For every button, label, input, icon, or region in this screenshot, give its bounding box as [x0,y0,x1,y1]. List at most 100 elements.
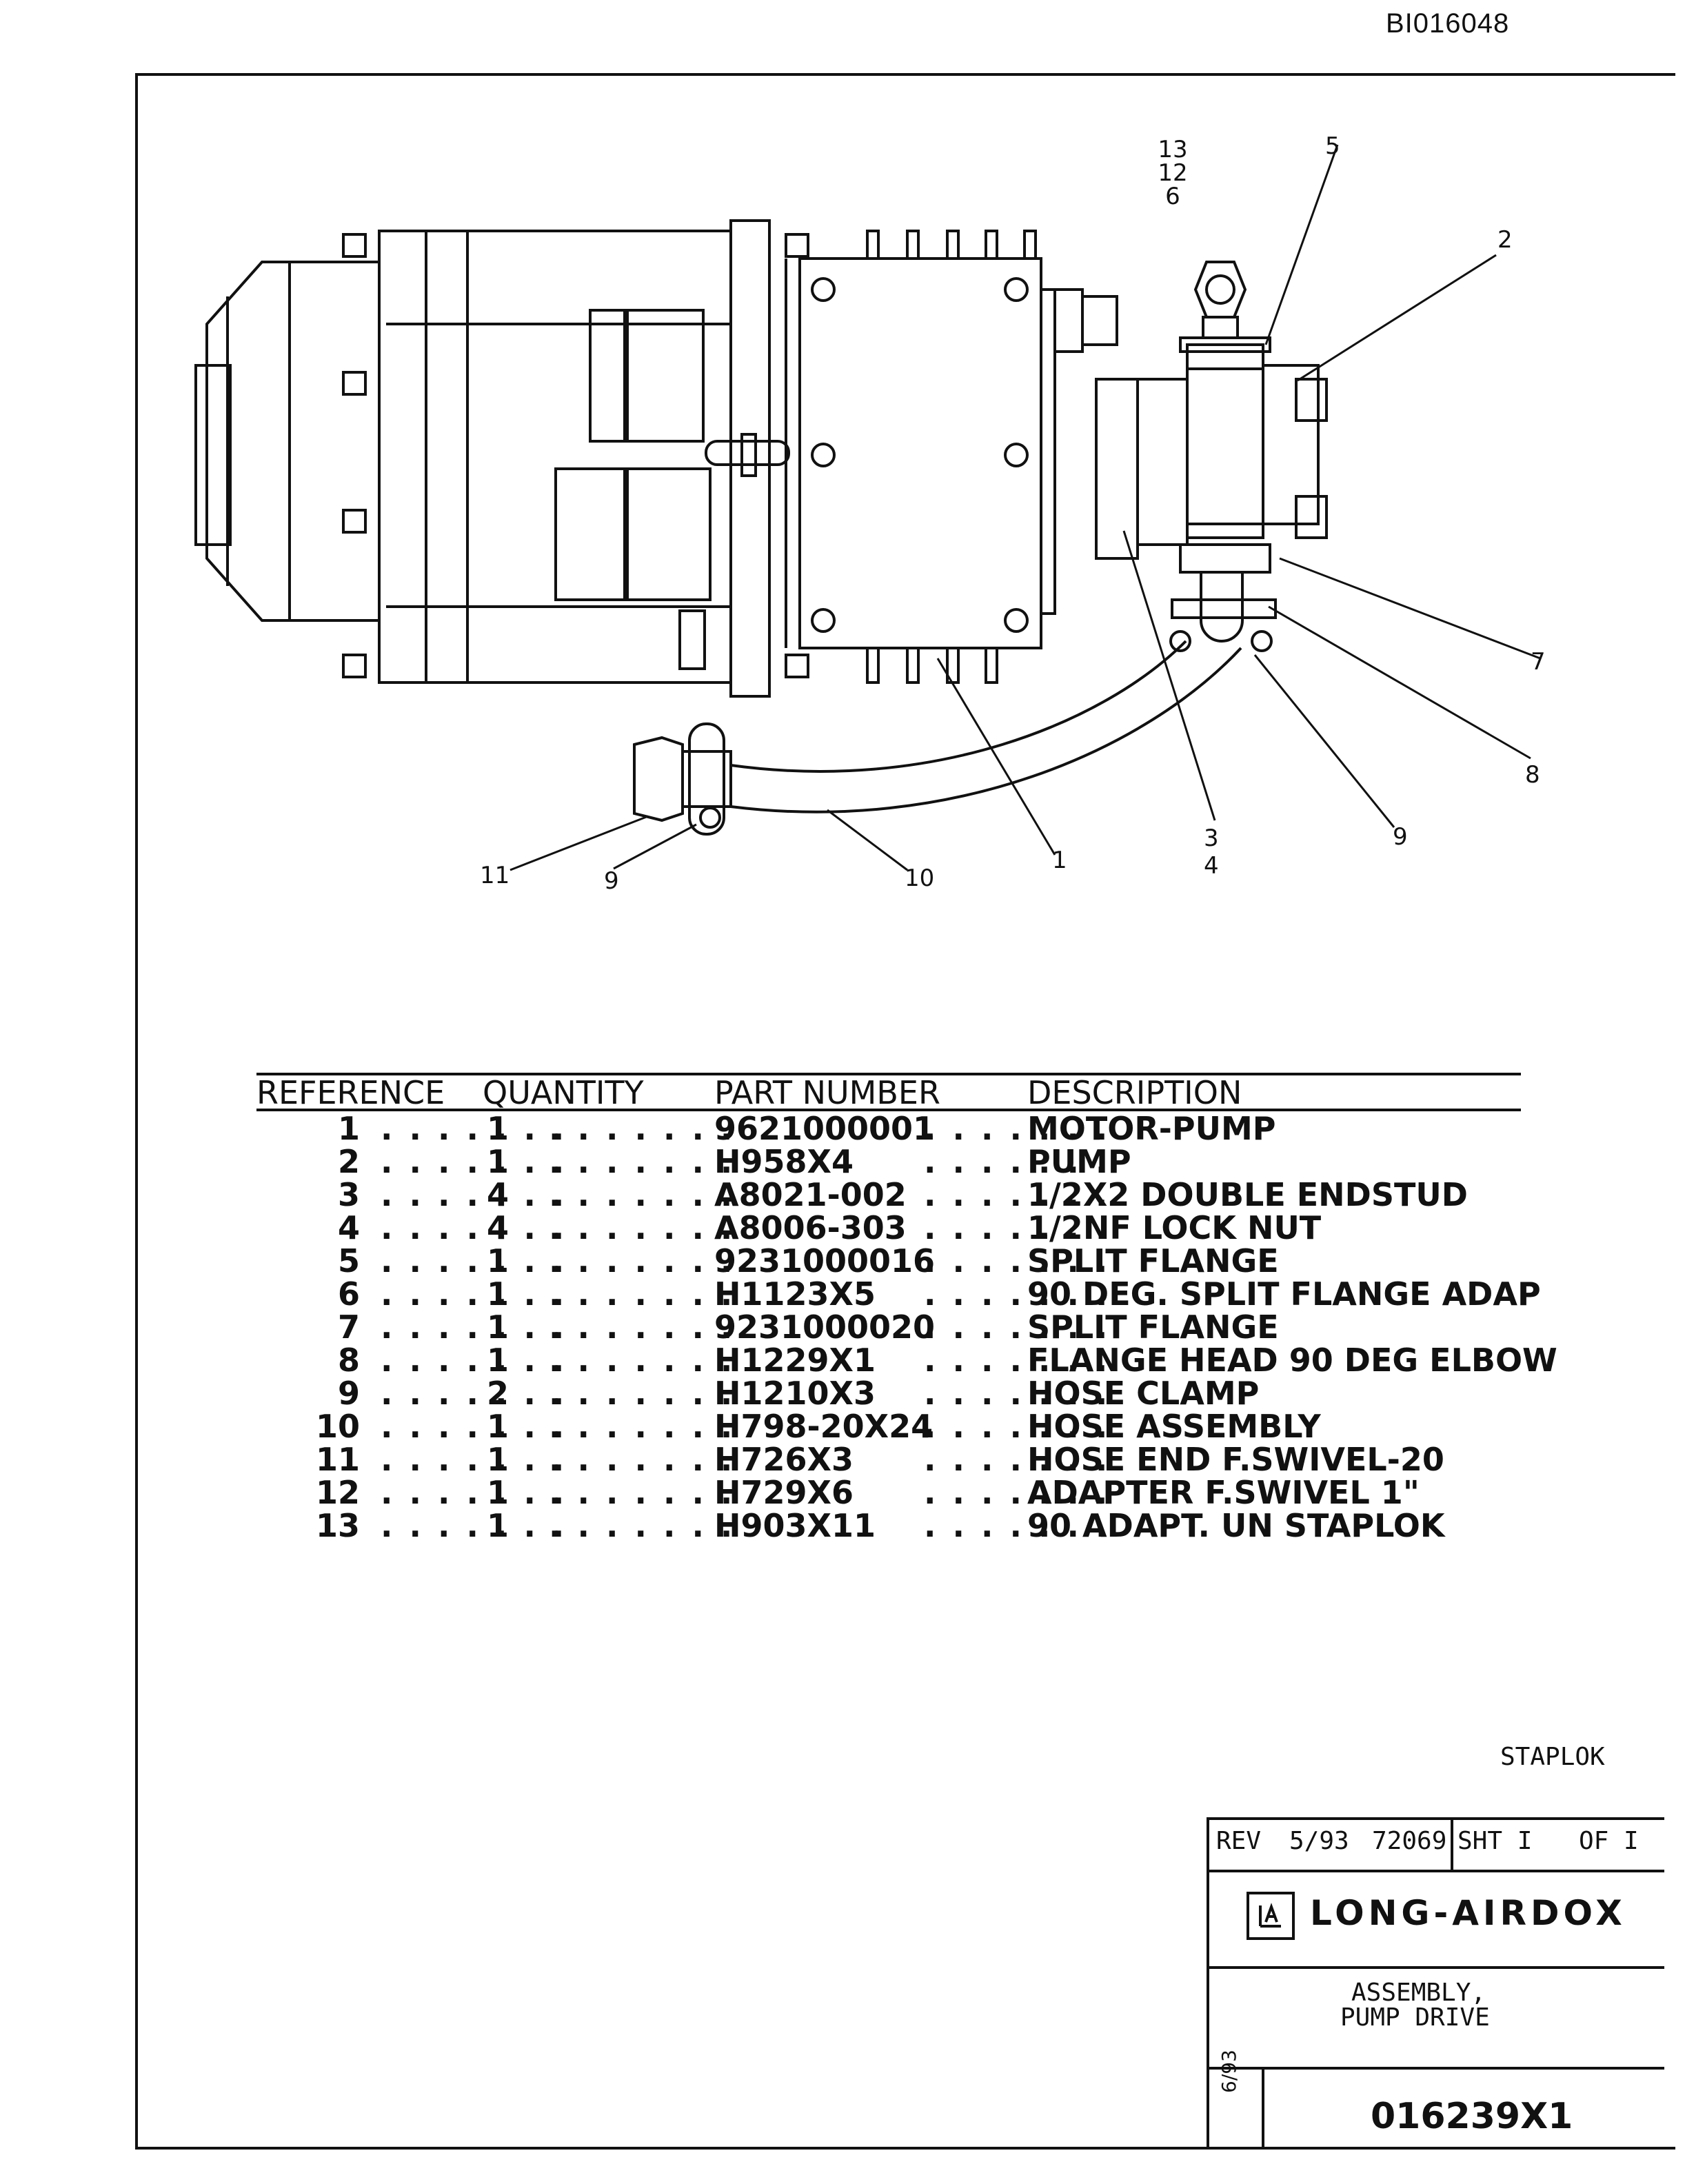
leader-dots: . . . . . . . [549,1342,736,1379]
top-swivel-adapter [1193,261,1247,339]
description-cell: SPLIT FLANGE [1027,1308,1279,1346]
leader-dots: . . . . . . . [549,1242,736,1280]
callout-5: 5 [1325,132,1340,160]
leader-dots: . . . . . . . [924,1408,1111,1445]
motor-body [342,219,809,698]
description-cell: SPLIT FLANGE [1027,1242,1279,1280]
callout-9-right: 9 [1393,823,1408,851]
document-id: BI016048 [1386,8,1510,39]
leader-dots: . . . . . . . [549,1176,736,1213]
reference-cell: 12 [315,1474,360,1511]
description-cell: 90 DEG. SPLIT FLANGE ADAP [1027,1275,1541,1313]
reference-cell: 11 [315,1441,360,1478]
hose-assembly [633,640,1242,836]
leader-dots: . . . . . . . [381,1342,567,1379]
leader-dots: . . . . . . . [381,1143,567,1180]
quantity-cell: 1 [486,1143,509,1180]
callout-4: 4 [1204,852,1219,880]
leader-dots: . . . . . . . [381,1176,567,1213]
part-number-cell: H726X3 [714,1441,854,1478]
quantity-cell: 1 [486,1408,509,1445]
callout-10: 10 [905,865,935,892]
sheet-number: SHT I [1457,1827,1533,1855]
leader-dots: . . . . . . . [549,1441,736,1478]
description-cell: 1/2NF LOCK NUT [1027,1209,1322,1246]
reference-cell: 13 [315,1507,360,1544]
table-row: 9. . . . . . .2. . . . . . .H1210X3. . .… [256,1375,1521,1412]
title-line-2: PUMP DRIVE [1340,2003,1490,2032]
table-row: 11. . . . . . .1. . . . . . .H726X3. . .… [256,1441,1521,1478]
leader-dots: . . . . . . . [381,1110,567,1147]
part-number-cell: A8021-002 [714,1176,907,1213]
leader-dots: . . . . . . . [381,1375,567,1412]
leader-dots: . . . . . . . [924,1507,1111,1544]
callout-9-left: 9 [604,867,619,895]
quantity-cell: 1 [486,1275,509,1313]
part-number-cell: H958X4 [714,1143,854,1180]
leader-dots: . . . . . . . [924,1308,1111,1346]
leader-dots: . . . . . . . [549,1507,736,1544]
title-block: REV 5/93 72069 SHT I OF I LONG-AIRDOX AS… [1207,1817,1664,2147]
reference-cell: 9 [337,1375,360,1412]
header-quantity: QUANTITY [483,1074,644,1111]
leader-dots: . . . . . . . [549,1110,736,1147]
quantity-cell: 1 [486,1110,509,1147]
callout-2: 2 [1497,226,1513,254]
leader-dots: . . . . . . . [924,1342,1111,1379]
leader-dots: . . . . . . . [381,1242,567,1280]
leader-dots: . . . . . . . [549,1275,736,1313]
leader-dots: . . . . . . . [549,1308,736,1346]
leader-dots: . . . . . . . [924,1474,1111,1511]
long-airdox-logo-icon [1247,1892,1295,1940]
table-row: 5. . . . . . .1. . . . . . .9231000016. … [256,1242,1521,1280]
part-number-cell: 9231000020 [714,1308,936,1346]
reference-cell: 6 [337,1275,360,1313]
reference-cell: 3 [337,1176,360,1213]
reference-cell: 2 [337,1143,360,1180]
leader-dots: . . . . . . . [549,1408,736,1445]
title-line-1: ASSEMBLY, [1351,1979,1486,2007]
leader-dots: . . . . . . . [924,1209,1111,1246]
reference-cell: 5 [337,1242,360,1280]
description-cell: ADAPTER F.SWIVEL 1" [1027,1474,1420,1511]
quantity-cell: 1 [486,1474,509,1511]
callout-3-4: 3 4 [1204,825,1219,880]
leader-dots: . . . . . . . [381,1441,567,1478]
leader-dots: . . . . . . . [549,1143,736,1180]
table-row: 1. . . . . . .1. . . . . . .9621000001. … [256,1110,1521,1147]
description-cell: 1/2X2 DOUBLE ENDSTUD [1027,1176,1468,1213]
quantity-cell: 1 [486,1342,509,1379]
rev-number: 72069 [1372,1827,1447,1855]
description-cell: 90 ADAPT. UN STAPLOK [1027,1507,1445,1544]
quantity-cell: 1 [486,1308,509,1346]
callout-1: 1 [1052,847,1067,874]
description-cell: HOSE ASSEMBLY [1027,1408,1321,1445]
description-cell: HOSE CLAMP [1027,1375,1260,1412]
part-number-cell: H1123X5 [714,1275,876,1313]
leader-dots: . . . . . . . [924,1110,1111,1147]
leader-dots: . . . . . . . [549,1474,736,1511]
leader-dots: . . . . . . . [381,1408,567,1445]
pump-housing [785,230,1139,684]
callout-13: 13 [1158,136,1188,163]
rev-date: 5/93 [1289,1827,1349,1855]
table-row: 12. . . . . . .1. . . . . . .H729X6. . .… [256,1474,1521,1511]
leader-dots: . . . . . . . [549,1209,736,1246]
pump-drive-assembly-drawing [194,144,1541,871]
leader-dots: . . . . . . . [924,1143,1111,1180]
callout-13-12-6: 13 12 6 [1156,138,1190,208]
description-cell: FLANGE HEAD 90 DEG ELBOW [1027,1342,1557,1379]
table-row: 8. . . . . . .1. . . . . . .H1229X1. . .… [256,1342,1557,1379]
leader-dots: . . . . . . . [381,1209,567,1246]
drawing-frame [135,73,1675,2150]
table-row: 7. . . . . . .1. . . . . . .9231000020. … [256,1308,1521,1346]
table-row: 10. . . . . . .1. . . . . . .H798-20X24.… [256,1408,1521,1445]
leader-lines [509,144,1541,871]
reference-cell: 4 [337,1209,360,1246]
leader-dots: . . . . . . . [924,1176,1111,1213]
reference-cell: 7 [337,1308,360,1346]
title-block-rule-2 [1209,1966,1664,1969]
part-number-cell: 9621000001 [714,1110,936,1147]
table-row: 3. . . . . . .4. . . . . . .A8021-002. .… [256,1176,1521,1213]
callout-3: 3 [1204,825,1219,852]
